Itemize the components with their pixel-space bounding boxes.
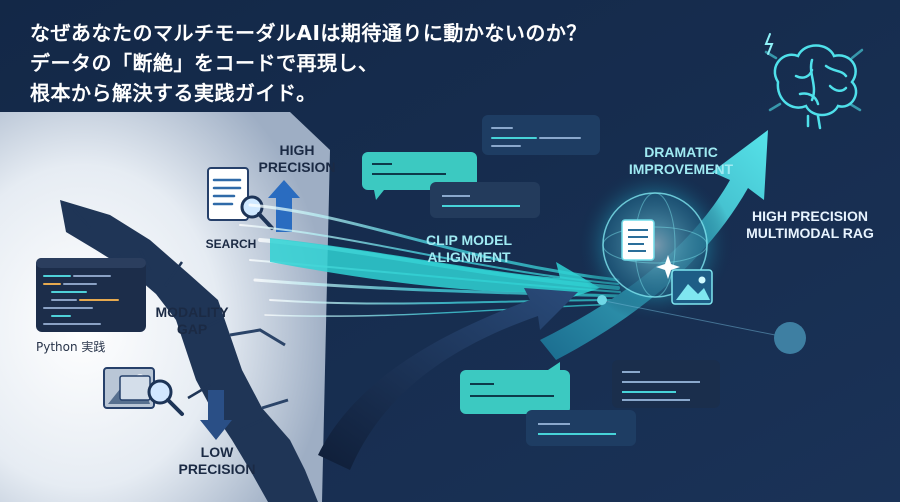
image-search-icon (103, 367, 184, 416)
dramatic-improvement-label: DRAMATIC IMPROVEMENT (628, 144, 734, 177)
search-label: SEARCH (205, 237, 257, 251)
multimodal-rag-label: HIGH PRECISION MULTIMODAL RAG (746, 208, 874, 241)
chat-bubble-icon (362, 115, 720, 446)
brain-icon (764, 33, 864, 130)
headline-line-3: 根本から解決する実践ガイド。 (30, 81, 317, 105)
headline-line-1: なぜあなたのマルチモーダルAIは期待通りに動かないのか？ (30, 21, 587, 45)
headline-line-2: データの「断絶」をコードで再現し、 (30, 51, 379, 75)
headline: なぜあなたのマルチモーダルAIは期待通りに動かないのか？ データの「断絶」をコー… (30, 18, 587, 108)
document-search-icon (207, 167, 274, 230)
low-precision-label: LOW PRECISION (178, 444, 256, 477)
document-icon (621, 219, 655, 261)
python-label: Python 実践 (36, 340, 106, 354)
down-arrow-icon (200, 390, 232, 440)
clip-alignment-label: CLIP MODEL ALIGNMENT (425, 232, 513, 265)
image-icon (671, 269, 713, 305)
up-arrow-icon (268, 180, 300, 232)
high-precision-label: HIGH PRECISION (258, 142, 336, 175)
modality-gap-label: MODALITY GAP (155, 304, 229, 337)
code-window-icon (36, 258, 146, 332)
